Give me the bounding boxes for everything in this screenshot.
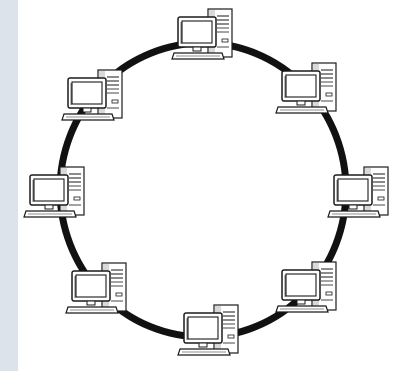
diagram-canvas [18,0,402,371]
computer-node-right [327,166,389,218]
computer-node-bottom-right [275,261,337,313]
computer-node-bottom [177,304,239,356]
computer-node-top-left [61,69,123,121]
computer-node-bottom-left [65,262,127,314]
ring-topology-diagram [23,8,389,356]
computer-node-top-right [275,62,337,114]
computer-node-top [171,8,233,60]
computer-node-left [23,166,85,218]
